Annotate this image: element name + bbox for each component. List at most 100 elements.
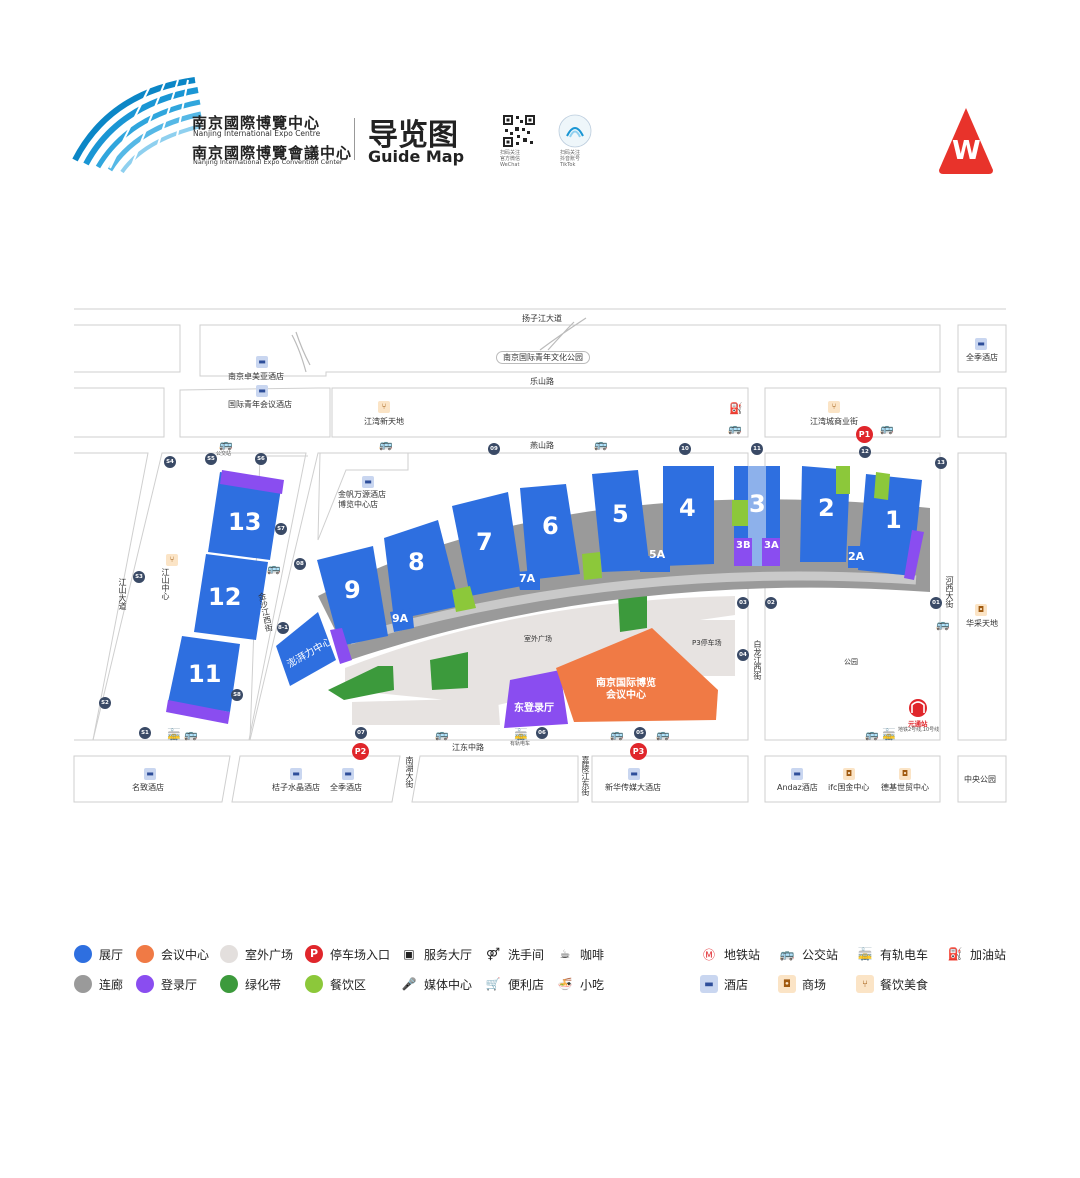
bus-icon: 🚌: [779, 947, 795, 961]
gate-s3[interactable]: S3: [133, 571, 145, 583]
hall-5-label[interactable]: 5: [612, 500, 629, 528]
bus-icon[interactable]: 🚌: [728, 422, 742, 435]
wechat-qr-icon[interactable]: [502, 114, 536, 148]
douyin-qr-icon[interactable]: [558, 114, 592, 148]
legend-toilet-label: 洗手间: [508, 947, 545, 962]
east-lobby-label[interactable]: 东登录厅: [514, 703, 554, 714]
legend-plaza: 室外广场: [220, 944, 293, 964]
fuel-icon[interactable]: ⛽: [729, 402, 743, 415]
hall-9a-label[interactable]: 9A: [392, 612, 409, 625]
orange-crystal-hotel: 桔子水晶酒店: [272, 783, 320, 792]
road-jiangshan: 江山大道: [118, 578, 127, 610]
tram-icon[interactable]: 🚋: [882, 728, 896, 741]
bus-icon[interactable]: 🚌: [594, 438, 608, 451]
gate-s5[interactable]: S5: [205, 453, 217, 465]
gate-02[interactable]: 02: [765, 597, 777, 609]
legend-parking-label: 停车场入口: [330, 947, 391, 962]
gate-11[interactable]: 11: [751, 443, 763, 455]
hall-8-label[interactable]: 8: [408, 548, 425, 576]
youth-hotel: 国际青年会议酒店: [228, 400, 292, 409]
parking-p3[interactable]: P3: [630, 743, 647, 760]
bus-icon[interactable]: 🚌: [379, 438, 393, 451]
hotel-icon: ▬: [700, 975, 718, 993]
compass-letter: W: [952, 136, 981, 166]
gate-s7[interactable]: S7: [275, 523, 287, 535]
gate-04[interactable]: 04: [737, 649, 749, 661]
hall-7a-label[interactable]: 7A: [519, 572, 536, 585]
hall-6-label[interactable]: 6: [542, 512, 559, 540]
youth-culture-park: 南京国际青年文化公园: [496, 351, 590, 364]
food-icon: ⑂: [166, 554, 178, 566]
hall-4-label[interactable]: 4: [679, 494, 696, 522]
tram-icon[interactable]: 🚋: [514, 728, 528, 741]
hall-2-label[interactable]: 2: [818, 494, 835, 522]
hall-12-label[interactable]: 12: [208, 583, 242, 611]
bus-icon[interactable]: 🚌: [610, 728, 624, 741]
mall-icon: ◘: [975, 604, 987, 616]
hotel-icon: ▬: [256, 356, 268, 368]
convention-center-label[interactable]: 南京国际博览 会议中心: [596, 678, 656, 701]
bus-icon[interactable]: 🚌: [184, 728, 198, 741]
legend-hotel-label: 酒店: [724, 977, 749, 992]
bus-icon[interactable]: 🚌: [219, 438, 233, 451]
mall-icon: ◘: [899, 768, 911, 780]
tram-icon: 🚋: [857, 947, 873, 961]
lobby-swatch: [136, 975, 154, 993]
four-seasons-hotel-top: 全季酒店: [966, 353, 998, 362]
bus-icon[interactable]: 🚌: [936, 618, 950, 631]
gate-01[interactable]: 01: [930, 597, 942, 609]
hall-3-label[interactable]: 3: [749, 490, 766, 518]
hall-11-label[interactable]: 11: [188, 660, 222, 688]
gate-09[interactable]: 09: [488, 443, 500, 455]
gate-s2[interactable]: S2: [99, 697, 111, 709]
gate-08[interactable]: 08: [294, 558, 306, 570]
hall-5a-label[interactable]: 5A: [649, 548, 666, 561]
gate-s1[interactable]: S1: [139, 727, 151, 739]
green-swatch: [220, 975, 238, 993]
wechat-qr-line-3: WeChat: [500, 162, 520, 168]
gate-13[interactable]: 13: [935, 457, 947, 469]
bus-icon[interactable]: 🚌: [656, 728, 670, 741]
gate-03[interactable]: 03: [737, 597, 749, 609]
gate-s8[interactable]: S8: [231, 689, 243, 701]
hall-3a-label[interactable]: 3A: [764, 540, 779, 551]
gate-06[interactable]: 06: [536, 727, 548, 739]
hall-7-label[interactable]: 7: [476, 528, 493, 556]
legend-bus: 🚌公交站: [778, 944, 839, 964]
hall-2a-label[interactable]: 2A: [848, 550, 865, 563]
gate-12[interactable]: 12: [859, 446, 871, 458]
hall-3b-label[interactable]: 3B: [736, 540, 751, 551]
gate-8-1[interactable]: 8-1: [277, 622, 289, 634]
gate-s6[interactable]: S6: [255, 453, 267, 465]
parking-p2[interactable]: P2: [352, 743, 369, 760]
xinhua-hotel: 新华传媒大酒店: [605, 783, 661, 792]
hall-1-label[interactable]: 1: [885, 506, 902, 534]
legend-snack-label: 小吃: [580, 977, 605, 992]
bus-icon[interactable]: 🚌: [880, 422, 894, 435]
yuantong-station[interactable]: 元通站: [908, 720, 928, 728]
bus-icon[interactable]: 🚌: [865, 728, 879, 741]
gate-10[interactable]: 10: [679, 443, 691, 455]
bus-stop-label: 公交站: [216, 451, 232, 457]
legend-toilet: ⚤洗手间: [484, 944, 544, 964]
parking-p1[interactable]: P1: [856, 426, 873, 443]
hall-9-label[interactable]: 9: [344, 576, 361, 604]
hall-swatch: [74, 945, 92, 963]
gate-05[interactable]: 05: [634, 727, 646, 739]
hotel-icon: ▬: [362, 476, 374, 488]
andaz-hotel: Andaz酒店: [777, 783, 818, 792]
park-label: 公园: [844, 658, 858, 666]
douyin-qr-line-1: 扫码关注: [560, 150, 581, 156]
zhuomeiya-hotel: 南京卓美亚酒店: [228, 372, 284, 381]
hotel-icon: ▬: [628, 768, 640, 780]
tram-icon[interactable]: 🚋: [167, 728, 181, 741]
bus-icon[interactable]: 🚌: [435, 728, 449, 741]
gate-s4[interactable]: S4: [164, 456, 176, 468]
road-jiangdong-mid: 江东中路: [452, 743, 484, 752]
bus-icon[interactable]: 🚌: [267, 562, 281, 575]
gate-07[interactable]: 07: [355, 727, 367, 739]
hall-13-label[interactable]: 13: [228, 508, 262, 536]
jinfan-hotel: 金帆万源酒店 博览中心店: [338, 490, 386, 509]
legend-coffee-label: 咖啡: [580, 947, 605, 962]
